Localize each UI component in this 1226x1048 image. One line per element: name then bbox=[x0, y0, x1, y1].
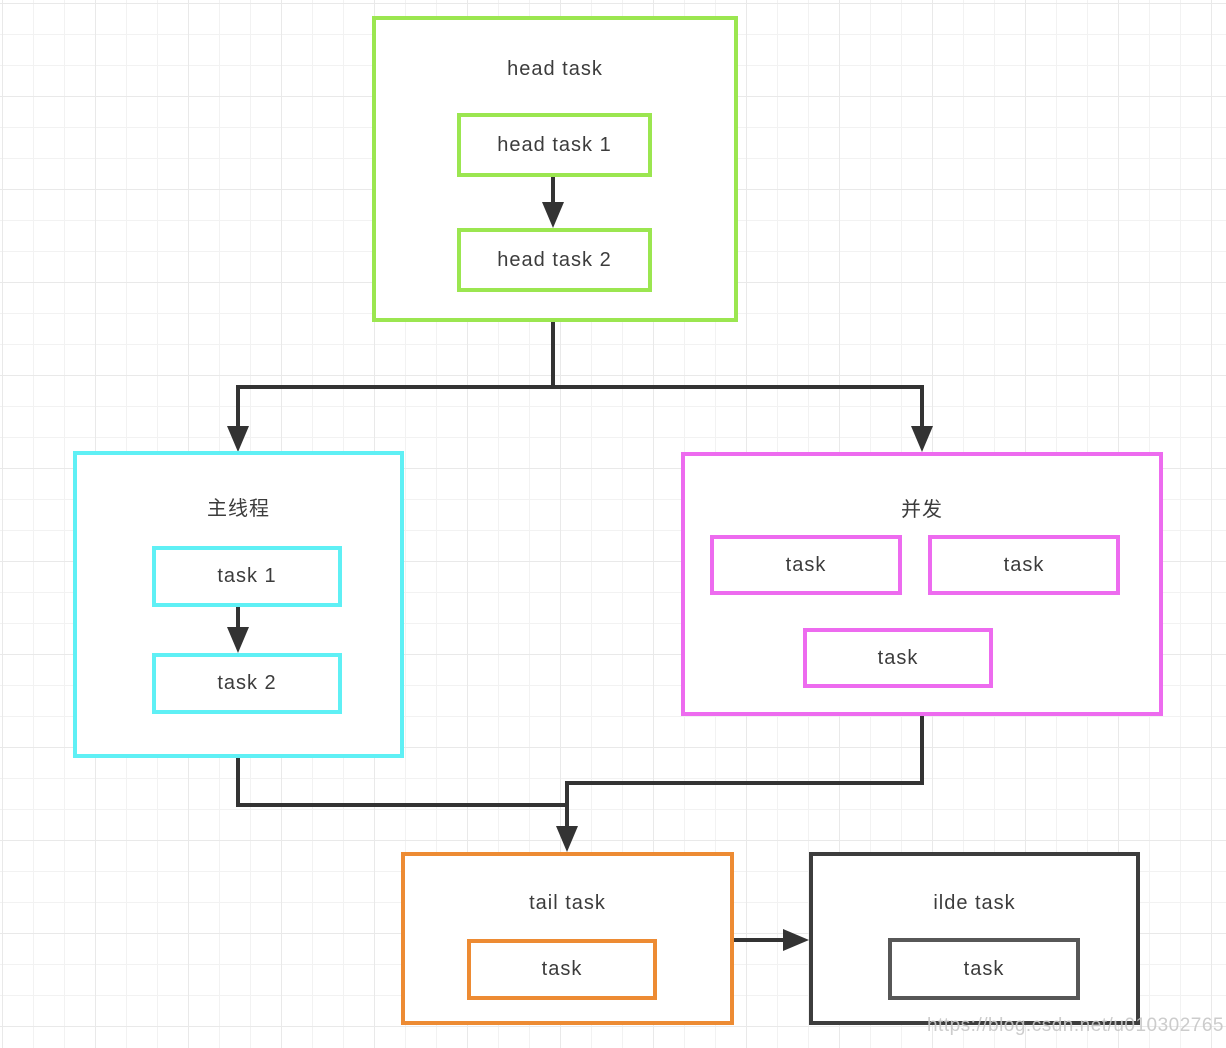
watermark-url: https://blog.csdn.net/u010302765 bbox=[926, 1015, 1224, 1036]
arrowhead-down-icon bbox=[556, 826, 578, 852]
task-label: task bbox=[541, 958, 583, 980]
task-box-main-1: task 1 bbox=[152, 546, 342, 607]
task-box-tail-1: task bbox=[467, 939, 657, 1000]
task-box-head-1: head task 1 bbox=[457, 113, 652, 177]
group-main-thread: 主线程 task 1 task 2 bbox=[73, 451, 404, 758]
connector-to-tail bbox=[565, 785, 569, 826]
group-head-task: head task head task 1 head task 2 bbox=[372, 16, 738, 322]
group-idle-task: ilde task task bbox=[809, 852, 1140, 1025]
group-idle-task-title: ilde task bbox=[933, 892, 1016, 914]
task-label: task 1 bbox=[217, 565, 277, 587]
arrowhead-down-icon bbox=[542, 202, 564, 228]
connector-head-split bbox=[236, 385, 924, 389]
task-label: task bbox=[1003, 553, 1045, 576]
connector-task1-task2 bbox=[236, 607, 240, 628]
connector-head1-head2 bbox=[551, 177, 555, 203]
task-box-concurrent-2: task bbox=[928, 535, 1120, 595]
group-concurrent-title: 并发 bbox=[901, 499, 943, 521]
group-concurrent: 并发 task task task bbox=[681, 452, 1163, 716]
task-label: task 2 bbox=[217, 672, 277, 694]
connector-to-main-thread bbox=[236, 389, 240, 426]
group-tail-task-title: tail task bbox=[529, 892, 606, 914]
task-label: task bbox=[785, 553, 827, 576]
task-label: head task 1 bbox=[497, 133, 612, 156]
connector-main-thread-across bbox=[236, 803, 569, 807]
task-box-concurrent-1: task bbox=[710, 535, 902, 595]
task-box-concurrent-3: task bbox=[803, 628, 993, 688]
task-box-head-2: head task 2 bbox=[457, 228, 652, 292]
connector-tail-to-idle bbox=[734, 938, 783, 942]
task-label: task bbox=[963, 957, 1005, 980]
group-tail-task: tail task task bbox=[401, 852, 734, 1025]
connector-concurrent-across bbox=[565, 781, 924, 785]
task-box-idle-1: task bbox=[888, 938, 1080, 1000]
task-box-main-2: task 2 bbox=[152, 653, 342, 714]
group-head-task-title: head task bbox=[507, 58, 603, 80]
group-main-thread-title: 主线程 bbox=[207, 498, 270, 520]
task-label: task bbox=[877, 646, 919, 669]
connector-to-concurrent bbox=[920, 389, 924, 426]
connector-concurrent-down bbox=[920, 716, 924, 785]
arrowhead-down-icon bbox=[911, 426, 933, 452]
arrowhead-down-icon bbox=[227, 426, 249, 452]
arrowhead-down-icon bbox=[227, 627, 249, 653]
task-label: head task 2 bbox=[497, 248, 612, 271]
arrowhead-right-icon bbox=[783, 929, 809, 951]
connector-main-thread-down bbox=[236, 758, 240, 807]
connector-head-stem bbox=[551, 322, 555, 387]
